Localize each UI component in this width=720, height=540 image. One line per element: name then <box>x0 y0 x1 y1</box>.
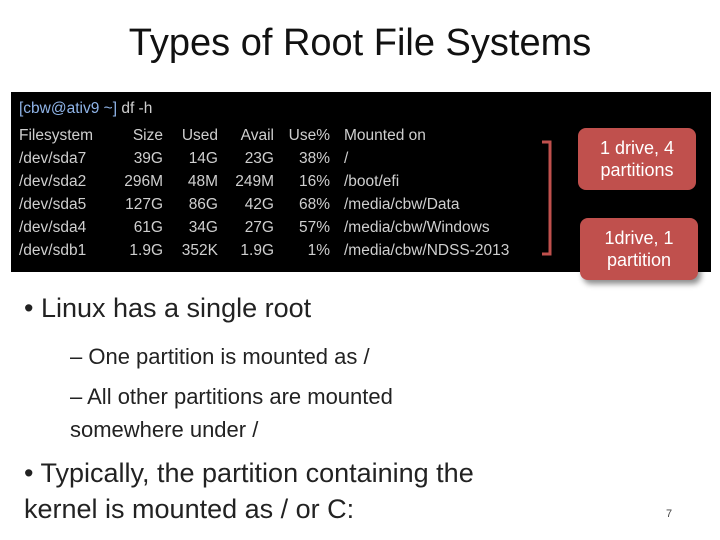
cell-use-percent: 68% <box>298 195 330 213</box>
page-number: 7 <box>666 508 673 520</box>
cell-filesystem: /dev/sda7 <box>19 149 87 167</box>
df-header-row: Filesystem Size Used Avail Use% Mounted … <box>19 124 545 147</box>
cell-avail: 23G <box>244 149 274 167</box>
cell-size: 296M <box>124 172 163 190</box>
header-used: Used <box>181 126 218 144</box>
cell-filesystem: /dev/sdb1 <box>19 241 87 259</box>
cell-size: 39G <box>133 149 163 167</box>
table-row: /dev/sda5 127G 86G 42G 68% /media/cbw/Da… <box>19 193 545 216</box>
callout-text: 1drive, 1 partition <box>604 228 674 270</box>
callout-single-partition: 1drive, 1 partition <box>580 218 698 280</box>
cell-use-percent: 1% <box>307 241 330 259</box>
callout-drive-partitions: 1 drive, 4 partitions <box>578 128 696 190</box>
prompt-user: [cbw@ativ9 ~] <box>19 100 118 117</box>
cell-size: 127G <box>125 195 163 213</box>
terminal-prompt: [cbw@ativ9 ~] df -h <box>19 100 152 118</box>
cell-avail: 42G <box>244 195 274 213</box>
table-row: /dev/sda7 39G 14G 23G 38% / <box>19 147 545 170</box>
slide-title: Types of Root File Systems <box>128 22 592 64</box>
df-output-table: Filesystem Size Used Avail Use% Mounted … <box>19 124 545 262</box>
cell-use-percent: 16% <box>298 172 330 190</box>
cell-used: 14G <box>188 149 218 167</box>
table-row: /dev/sda2 296M 48M 249M 16% /boot/efi <box>19 170 545 193</box>
header-avail: Avail <box>240 126 274 144</box>
prompt-command: df -h <box>121 100 153 117</box>
callout-text: 1 drive, 4 partitions <box>599 138 675 180</box>
header-filesystem: Filesystem <box>19 126 94 144</box>
cell-size: 1.9G <box>129 241 163 259</box>
cell-used: 34G <box>188 218 218 236</box>
cell-filesystem: /dev/sda5 <box>19 195 87 213</box>
cell-used: 352K <box>181 241 218 259</box>
bullet-single-root: • Linux has a single root <box>24 293 312 323</box>
cell-mounted-on: /media/cbw/Data <box>344 195 460 213</box>
cell-use-percent: 57% <box>298 218 330 236</box>
cell-used: 86G <box>188 195 218 213</box>
cell-mounted-on: /boot/efi <box>344 172 400 190</box>
table-row: /dev/sdb1 1.9G 352K 1.9G 1% /media/cbw/N… <box>19 239 545 262</box>
bracket-shape <box>542 140 552 256</box>
cell-filesystem: /dev/sda2 <box>19 172 87 190</box>
cell-use-percent: 38% <box>298 149 330 167</box>
table-row: /dev/sda4 61G 34G 27G 57% /media/cbw/Win… <box>19 216 545 239</box>
cell-avail: 1.9G <box>240 241 274 259</box>
header-mounted-on: Mounted on <box>344 126 426 144</box>
sub-bullet-root-partition: – One partition is mounted as / <box>70 344 370 369</box>
cell-mounted-on: / <box>344 149 349 167</box>
cell-size: 61G <box>133 218 163 236</box>
cell-used: 48M <box>187 172 218 190</box>
cell-avail: 27G <box>244 218 274 236</box>
bullet-kernel-partition: • Typically, the partition containing th… <box>24 458 474 524</box>
cell-filesystem: /dev/sda4 <box>19 218 87 236</box>
sub-bullet-other-partitions: – All other partitions are mounted somew… <box>70 384 393 442</box>
cell-avail: 249M <box>235 172 274 190</box>
header-size: Size <box>132 126 163 144</box>
cell-mounted-on: /media/cbw/Windows <box>344 218 490 236</box>
header-use-percent: Use% <box>288 126 330 144</box>
cell-mounted-on: /media/cbw/NDSS-2013 <box>344 241 510 259</box>
